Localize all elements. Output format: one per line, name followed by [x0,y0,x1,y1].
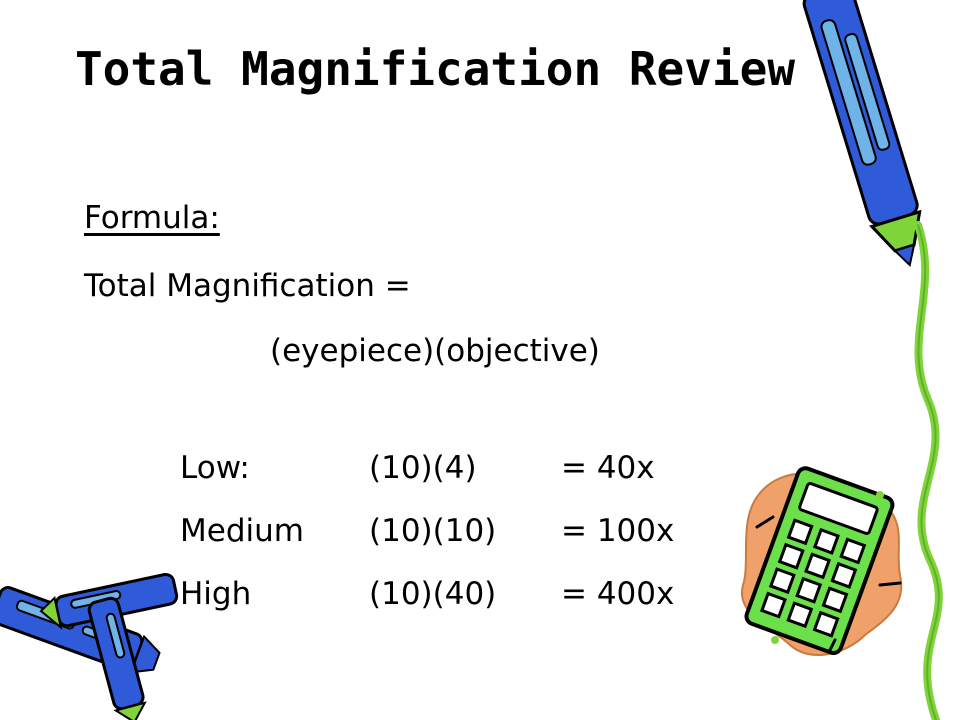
magnification-row-high: High (10)(40) = 400x [180,576,740,616]
row-name: Medium [180,513,304,549]
row-calc: (10)(40) [369,576,497,612]
row-name: Low: [180,450,250,486]
crayons-icon [0,572,179,720]
calculator-icon [740,466,903,657]
formula-label: Formula: [84,200,220,236]
formula-line-1: Total Magnification = [84,268,411,304]
magnification-row-medium: Medium (10)(10) = 100x [180,513,740,553]
formula-line-2: (eyepiece)(objective) [270,333,600,369]
row-result: = 400x [561,576,675,612]
row-name: High [180,576,252,612]
row-result: = 100x [561,513,675,549]
slide-title: Total Magnification Review [74,42,796,96]
row-result: = 40x [561,450,655,486]
row-calc: (10)(4) [369,450,477,486]
pencil-icon [802,0,943,720]
magnification-row-low: Low: (10)(4) = 40x [180,450,740,490]
row-calc: (10)(10) [369,513,497,549]
